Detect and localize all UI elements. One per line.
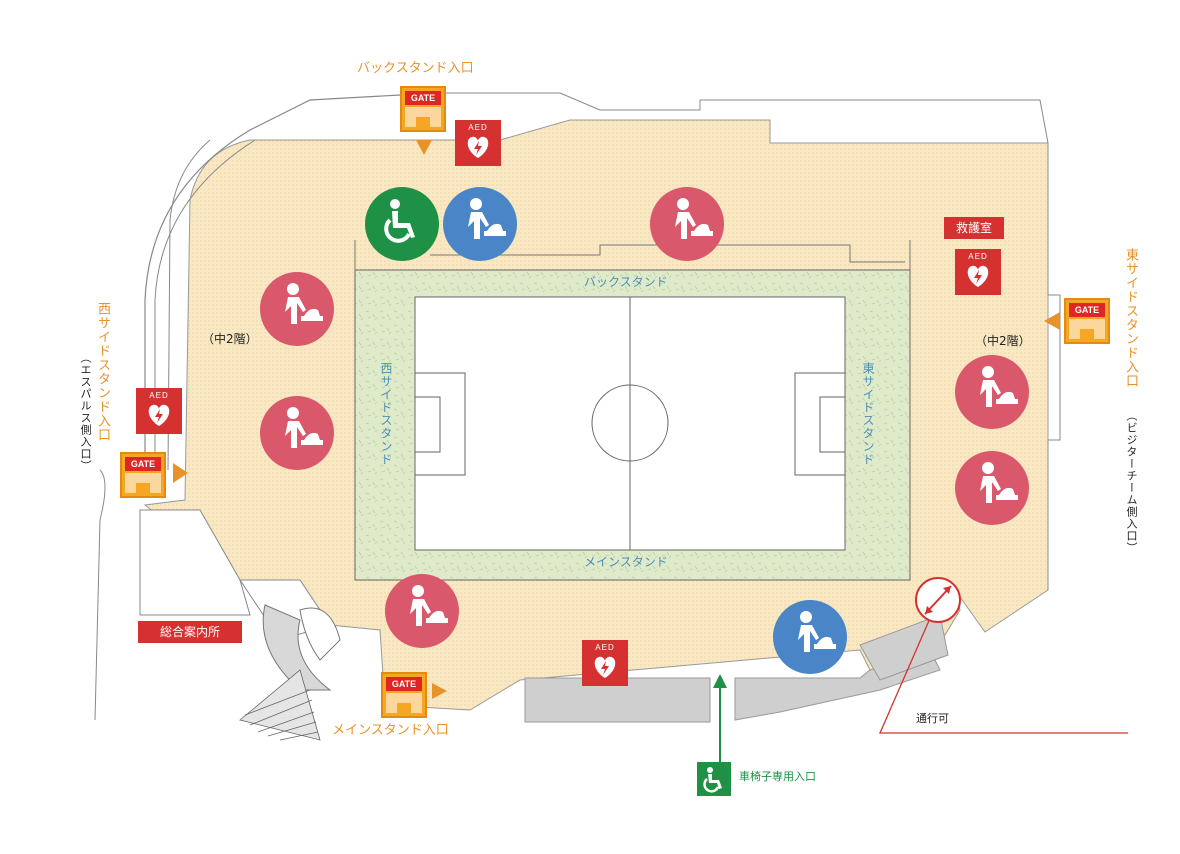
baby-changing-icon: [773, 600, 847, 674]
stand-east-label: 東サイドスタンド: [861, 362, 875, 466]
back-stand-entrance-label: バックスタンド入口: [357, 61, 474, 76]
stand-west-label: 西サイドスタンド: [379, 362, 393, 466]
fan-stairs: [239, 669, 321, 741]
baby-changing-icon: [260, 272, 334, 346]
mezzanine-right-label: （中2階）: [975, 334, 1031, 348]
mezzanine-left-label: （中2階）: [202, 332, 258, 346]
gate-icon: GATE: [120, 452, 166, 498]
wheelchair-icon: [365, 187, 439, 261]
wheelchair-icon: [697, 762, 731, 796]
baby-changing-icon: [260, 396, 334, 470]
first-aid-room-label: 救護室: [944, 217, 1004, 239]
baby-changing-icon: [955, 355, 1029, 429]
annex-building: [139, 509, 251, 616]
baby-changing-icon: [443, 187, 517, 261]
gate-icon: GATE: [400, 86, 446, 132]
east-side-stand-entrance-label: 東サイドスタンド入口: [1123, 248, 1138, 388]
aed-icon: AED: [455, 120, 501, 166]
information-center-label: 総合案内所: [138, 621, 242, 643]
east-entrance-sub-label: （ビジターチーム側入口）: [1125, 410, 1138, 554]
entry-arrow-icon: [173, 463, 188, 483]
spiral-ramp: [262, 604, 341, 691]
baby-changing-icon: [385, 574, 459, 648]
stand-main-label: メインスタンド: [584, 555, 668, 569]
baby-changing-icon: [650, 187, 724, 261]
stand-back-label: バックスタンド: [584, 275, 668, 289]
entry-arrow-icon: [432, 683, 447, 699]
gate-icon: GATE: [381, 672, 427, 718]
aed-icon: AED: [582, 640, 628, 686]
baby-changing-icon: [955, 451, 1029, 525]
aed-icon: AED: [136, 388, 182, 434]
entry-arrow-icon: [1044, 312, 1060, 330]
wheelchair-entrance-label: 車椅子専用入口: [739, 770, 816, 783]
west-entrance-sub-label: （エスパルス側入口）: [79, 352, 92, 472]
passage-line: [879, 599, 1128, 734]
west-side-stand-entrance-label: 西サイドスタンド入口: [95, 302, 110, 442]
passable-label: 通行可: [916, 712, 949, 725]
main-stand-entrance-label: メインスタンド入口: [332, 723, 449, 738]
aed-icon: AED: [955, 249, 1001, 295]
gate-icon: GATE: [1064, 298, 1110, 344]
entry-arrow-icon: [416, 140, 432, 155]
walkway-bottom: [524, 677, 711, 723]
